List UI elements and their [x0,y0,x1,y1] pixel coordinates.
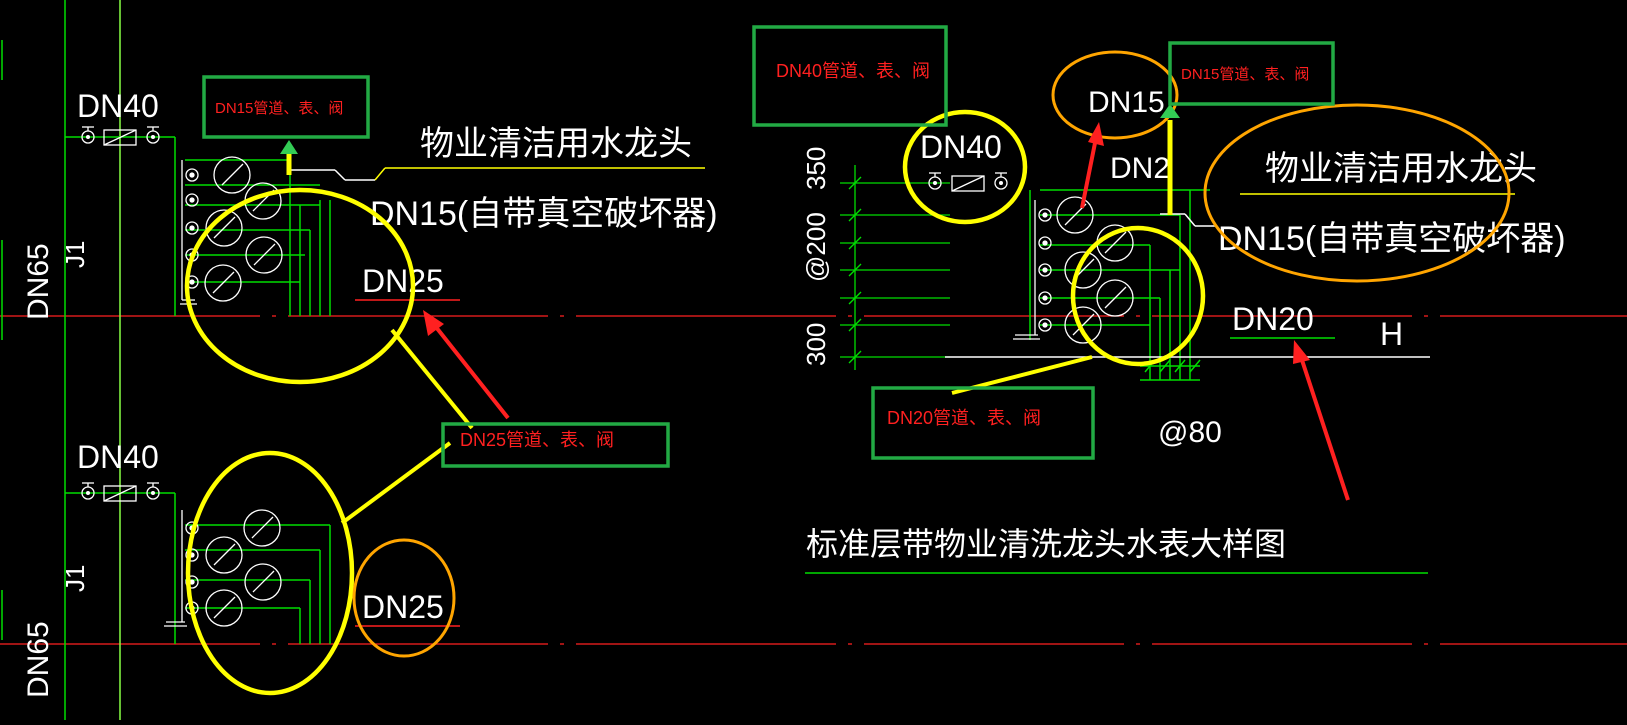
meter-column-top-left [180,156,283,305]
annotation-arrows [280,104,1350,501]
dn15-vacuum-breaker-label: DN15(自带真空破坏器) [370,195,718,233]
assembly-top-left [65,136,705,316]
pressure-gauge-icon [213,156,251,194]
dimension-ladder-right [840,165,950,370]
dn65-label: DN65 [22,621,55,698]
cad-text-labels: DN40 DN40 DN40 DN65 DN65 J1 J1 DN25 DN25… [22,86,1566,698]
water-meter-icon [103,129,137,146]
annotation-boxes: DN15管道、表、阀 DN25管道、表、阀 DN40管道、表、阀 DN15管道、… [202,25,1335,468]
dimension-80: @80 [1158,416,1222,449]
dn25-label: DN25 [362,589,444,625]
highlight-ellipse-dn25-label [352,538,456,658]
j1-label: J1 [60,565,90,592]
meter-column-right [1013,196,1134,344]
assembly-bottom-left [65,492,460,644]
label-box-dn40 [752,25,948,127]
dn15-label: DN15 [1088,86,1165,119]
highlight-ellipse-dn25-bottom [185,450,355,696]
red-arrow-shaft [430,320,510,420]
annotation-connectors [286,120,1173,525]
label-box-dn15-left [202,75,370,139]
red-arrow-icon [423,310,444,336]
label-box-dn15-right [1168,41,1335,106]
dimension-350: 350 [801,147,831,190]
label-box-dn20 [871,386,1095,460]
highlight-ellipse-dn25-top [184,187,416,385]
connector-line [340,441,452,525]
dn40-label: DN40 [77,88,159,124]
faucet-label: 物业清洁用水龙头 [420,125,692,163]
red-axis-lines [0,315,1627,645]
red-arrow-icon [1088,122,1104,146]
highlight-ellipse-dn40 [902,109,1028,225]
label-box-text: DN25管道、表、阀 [460,430,614,450]
dn15-vacuum-breaker-label: DN15(自带真空破坏器) [1218,220,1566,258]
annotation-ellipses [184,50,1511,696]
highlight-ellipse-faucet [1203,103,1511,283]
label-box-text: DN20管道、表、阀 [887,408,1041,428]
label-box-text: DN15管道、表、阀 [215,100,343,117]
dimension-200: @200 [801,212,831,282]
main-risers [1,0,121,720]
dn25-label: DN25 [362,263,444,299]
label-box-text: DN15管道、表、阀 [1181,66,1309,83]
label-box-text: DN40管道、表、阀 [776,61,930,81]
highlight-ellipse-dn20 [1070,225,1206,367]
valve-group-right [928,172,1008,192]
dimension-300: 300 [801,323,831,366]
h-label: H [1380,316,1403,352]
red-arrow-shaft [1298,353,1350,501]
dn65-label: DN65 [22,243,55,320]
valve-group-top-left [81,126,160,146]
red-arrow-icon [1293,340,1310,364]
dn2-label: DN2 [1110,152,1170,185]
label-box-dn25 [441,422,670,468]
arrow-icon [1160,104,1180,118]
faucet-label: 物业清洁用水龙头 [1265,150,1537,188]
dn40-label: DN40 [920,129,1002,165]
assembly-right [945,189,1515,381]
drawing-title: 标准层带物业清洗龙头水表大样图 [806,526,1286,562]
arrow-icon [280,140,298,154]
red-arrow-shaft [1080,137,1098,209]
connector-line [390,328,474,430]
dn40-label: DN40 [77,439,159,475]
dn20-label: DN20 [1232,301,1314,337]
j1-label: J1 [60,241,90,268]
highlight-ellipse-dn15 [1051,50,1179,140]
valve-group-bottom-left [81,482,160,502]
